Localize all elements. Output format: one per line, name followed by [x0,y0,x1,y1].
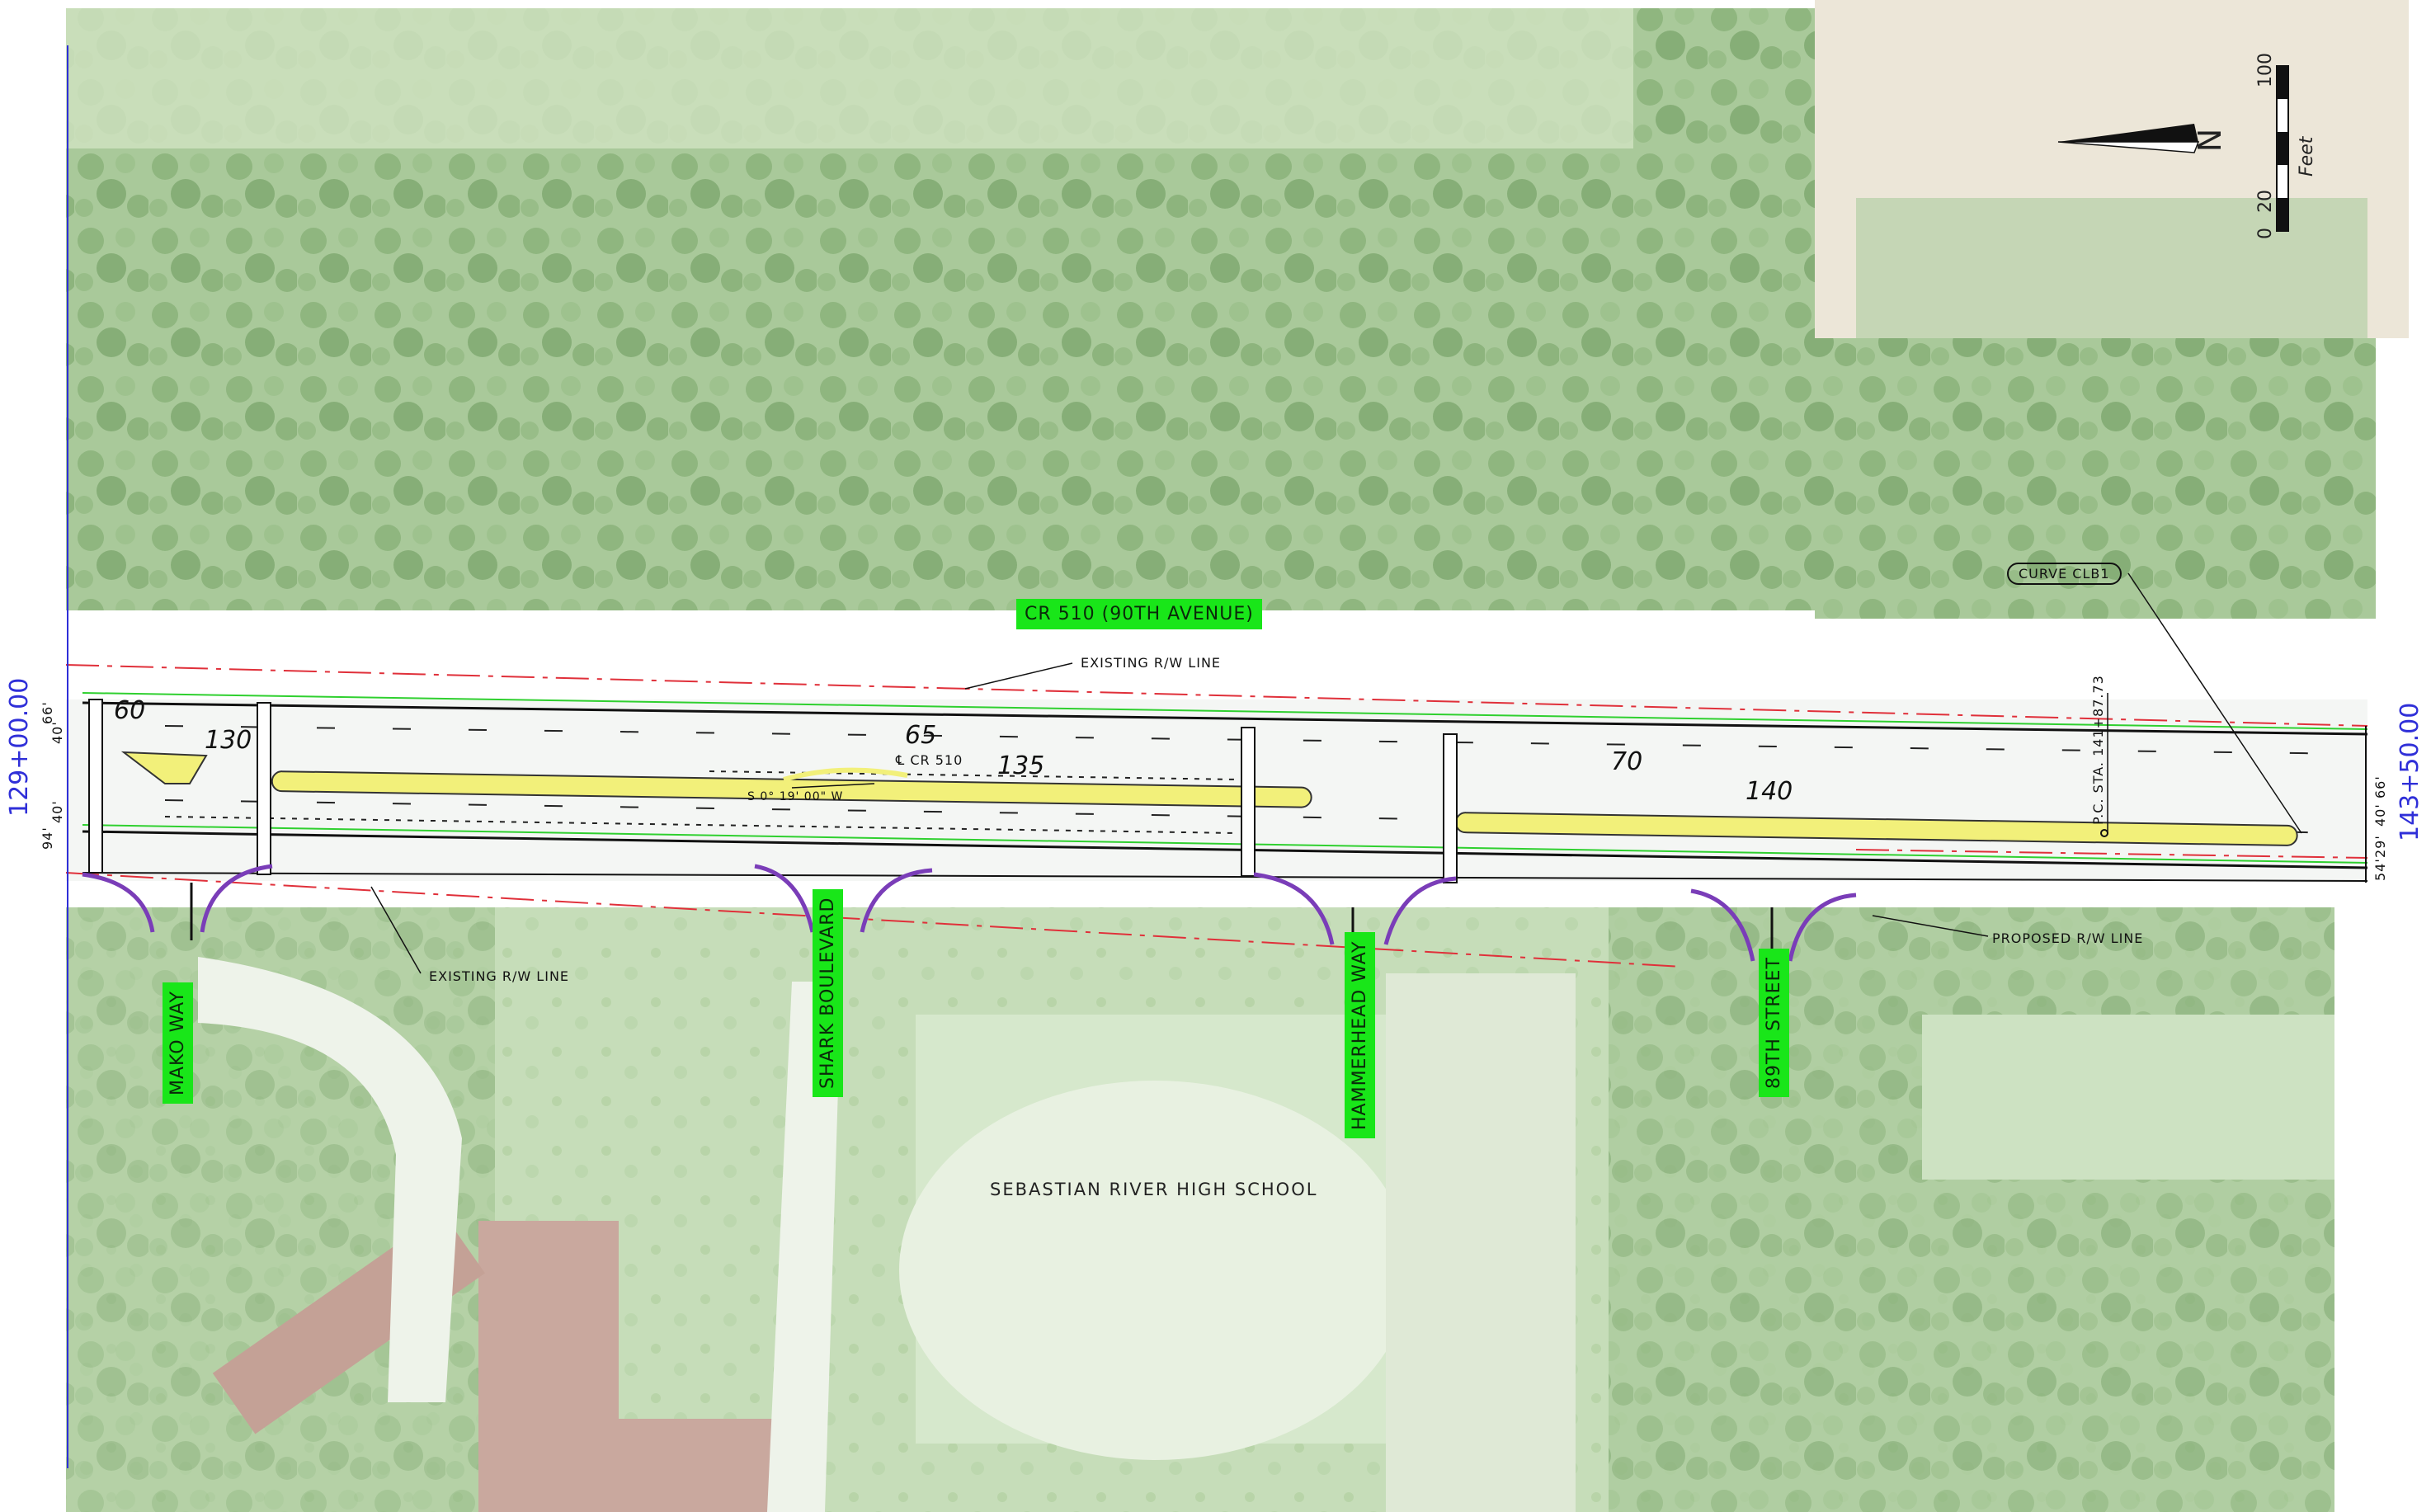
road-label-89th-street: 89TH STREET [1759,949,1789,1097]
dim-140: 140 [1746,777,1793,806]
median-island-1 [120,751,208,784]
dim-right-66: 66' [2372,775,2388,798]
north-label: N [2192,128,2229,153]
proposed-rw-label: PROPOSED R/W LINE [1992,930,2144,946]
dim-right-29: 29' [2372,835,2388,858]
scale-tick-100: 100 [2255,53,2276,87]
dim-left-40a: 40' [49,721,65,744]
road-label-shark-boulevard: SHARK BOULEVARD [813,888,843,1097]
dim-left-40b: 40' [49,800,65,823]
scale-bar [2276,65,2289,232]
scale-unit: Feet [2297,136,2317,177]
existing-rw-line-bottom [65,872,1684,968]
existing-rw-label-bottom: EXISTING R/W LINE [429,968,570,984]
existing-rw-label-top: EXISTING R/W LINE [1081,655,1222,671]
road-label-hammerhead-way: HAMMERHEAD WAY [1345,932,1375,1138]
road-label-cr510: CR 510 (90TH AVENUE) [1016,599,1262,629]
dim-right-40: 40' [2372,803,2388,827]
station-end: 143+50.00 [2396,702,2424,841]
centerline-label: ℄ CR 510 [896,752,963,768]
dim-70: 70 [1611,747,1643,776]
curve-label: CURVE CLB1 [2007,563,2122,585]
road-label-mako-way: MAKO WAY [163,982,193,1104]
scale-tick-20: 20 [2255,190,2276,213]
school-label: SEBASTIAN RIVER HIGH SCHOOL [990,1180,1318,1199]
dim-60: 60 [114,696,146,725]
dim-135: 135 [997,751,1045,780]
dim-left-94: 94' [40,827,55,850]
north-arrow [2057,124,2200,153]
existing-rw-line-top [65,664,2368,727]
scale-tick-0: 0 [2255,228,2276,239]
aerial-background [66,0,2409,1512]
proposed-rw-line [1855,849,2368,859]
dim-right-54: 54' [2372,858,2388,881]
bearing-label: S 0° 19' 00" W [747,790,844,803]
station-start: 129+00.00 [5,677,34,817]
dim-130: 130 [205,726,252,755]
dim-65: 65 [905,721,937,750]
pc-station-label: P.C. STA. 141+87.73 [2090,675,2106,825]
roadway-plan [65,45,2368,1468]
